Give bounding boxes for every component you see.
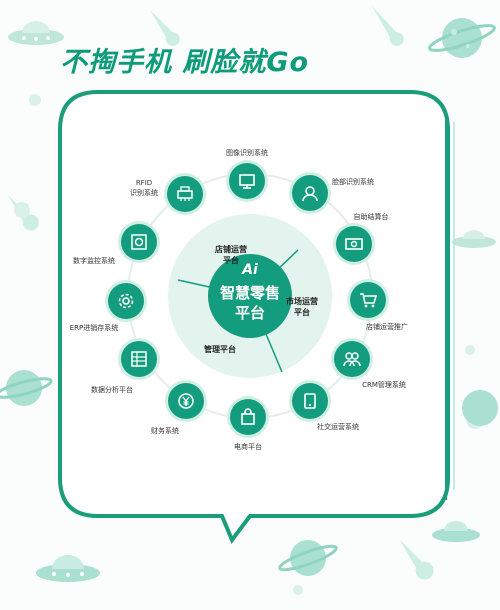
ufo-icon: [452, 230, 496, 248]
segment-management: 管理平台: [204, 345, 236, 354]
label-rfid: RFID 识别系统: [122, 178, 166, 198]
users-icon: [343, 352, 361, 367]
segment-store-ops-line-1: 店铺运营: [215, 245, 247, 254]
hub-inner: [208, 254, 292, 338]
cash-icon: [345, 238, 363, 250]
planet-icon: [0, 370, 53, 406]
tablet-icon: [304, 393, 316, 409]
segment-market-ops: 市场运营 平台: [286, 296, 318, 318]
label-social-ops: 社交运营系统: [317, 423, 359, 431]
headline: 不掏手机 刷脸就Go: [60, 47, 310, 78]
node-crm: [334, 341, 370, 377]
label-store-promotion: 店铺运营推广: [366, 323, 408, 331]
label-ecommerce: 电商平台: [234, 443, 262, 451]
hub-title-line-2: 平台: [234, 304, 265, 322]
hub-title-line-1: 智慧零售: [219, 284, 280, 302]
planet-icon: [428, 18, 496, 58]
node-data-analysis: [121, 341, 157, 377]
comet-icon: [400, 540, 434, 580]
planet-icon: [462, 390, 498, 426]
label-erp: ERP进销存系统: [69, 324, 119, 332]
node-rfid: [167, 176, 203, 212]
node-self-checkout: [336, 226, 372, 262]
chart-icon: [131, 351, 147, 367]
hub-ai-label: Ai: [242, 262, 258, 278]
node-image-recognition: [229, 163, 265, 199]
label-data-analysis: 数据分析平台: [91, 386, 133, 394]
yuan-icon: [178, 393, 194, 409]
planet-icon: [278, 540, 338, 576]
segment-market-ops-line-1: 市场运营: [286, 297, 318, 306]
label-digital-monitoring: 数字监控系统: [73, 257, 115, 265]
face-icon: [302, 186, 318, 202]
gear-icon: [118, 293, 134, 309]
cart-icon: [360, 293, 378, 308]
node-finance: [168, 383, 204, 419]
label-face-recognition: 脸部识别系统: [332, 178, 374, 186]
label-image-recognition: 图像识别系统: [226, 149, 268, 157]
node-erp: [108, 283, 144, 319]
node-face-recognition: [292, 175, 328, 211]
node-social-ops: [292, 383, 328, 419]
label-rfid-line-2: 识别系统: [130, 189, 158, 197]
label-crm: CRM管理系统: [362, 381, 406, 389]
segment-store-ops: 店铺运营 平台: [215, 244, 247, 266]
ufo-icon: [432, 521, 480, 542]
camera-icon: [131, 234, 147, 250]
comet-icon: [150, 10, 180, 46]
node-store-promotion: [350, 282, 386, 318]
printer-icon: [177, 186, 193, 201]
label-rfid-line-1: RFID: [135, 179, 153, 187]
ufo-icon: [8, 21, 64, 45]
label-self-checkout: 自助结算台: [353, 213, 389, 221]
segment-store-ops-line-2: 平台: [223, 256, 239, 265]
label-finance: 财务系统: [151, 427, 179, 435]
comet-icon: [372, 6, 404, 46]
monitor-icon: [239, 174, 255, 189]
node-digital-monitoring: [121, 224, 157, 260]
segment-market-ops-line-2: 平台: [294, 308, 310, 317]
bag-icon: [241, 408, 255, 425]
node-ecommerce: [230, 399, 266, 435]
ufo-icon: [36, 555, 100, 582]
